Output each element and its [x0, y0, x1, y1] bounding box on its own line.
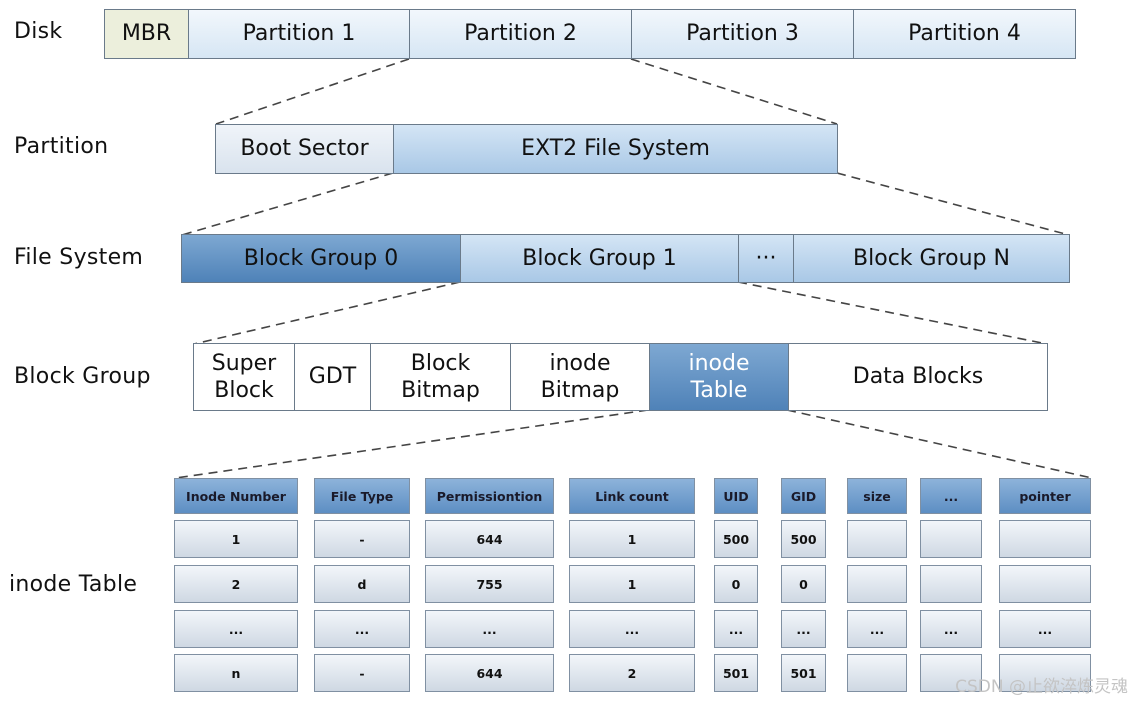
inode-table-cell	[999, 565, 1091, 603]
block-group-1-cell: Block Group 1	[461, 235, 739, 282]
connector-fs-left	[181, 172, 394, 236]
inode-table-cell: ...	[920, 610, 982, 648]
inode-table-header-0: Inode Number	[174, 478, 298, 514]
inode-table-cell: 1	[569, 520, 695, 558]
file-system-bar: Block Group 0 Block Group 1 ··· Block Gr…	[181, 234, 1070, 283]
inode-table-cell: ...	[847, 610, 907, 648]
inode-table-cell	[999, 654, 1091, 692]
inode-table-header-3: Link count	[569, 478, 695, 514]
inode-table-cell: d	[314, 565, 410, 603]
partition-3-cell: Partition 3	[632, 10, 854, 58]
inode-table-cell: ...	[999, 610, 1091, 648]
block-group-0-cell: Block Group 0	[182, 235, 461, 282]
row-label-file-system: File System	[14, 245, 144, 270]
inode-table-cell: 644	[425, 654, 554, 692]
inode-table-cell: ...	[425, 610, 554, 648]
inode-table-cell	[847, 520, 907, 558]
inode-table-line1: inode	[688, 350, 750, 376]
ext2-file-system-cell: EXT2 File System	[394, 125, 837, 173]
ellipsis-cell: ···	[739, 235, 794, 282]
super-block-cell: Super Block	[194, 344, 295, 410]
inode-table-cell	[920, 565, 982, 603]
connector-bg-left	[193, 281, 461, 345]
connector-partition-right	[630, 58, 838, 125]
inode-table-header-2: Permissiontion	[425, 478, 554, 514]
row-label-partition: Partition	[14, 134, 109, 159]
inode-table-header-4: UID	[714, 478, 758, 514]
data-blocks-label: Data Blocks	[852, 364, 984, 390]
inode-table-cell: inode Table	[650, 344, 789, 410]
inode-table-cell: 1	[174, 520, 298, 558]
partition-bar: Boot Sector EXT2 File System	[215, 124, 838, 174]
connector-table-left	[175, 409, 649, 479]
block-bitmap-line1: Block	[410, 350, 471, 376]
connector-bg-right	[737, 281, 1048, 345]
inode-table-cell	[920, 654, 982, 692]
connector-partition-left	[215, 58, 410, 125]
super-block-line1: Super	[211, 350, 277, 376]
gdt-cell: GDT	[295, 344, 371, 410]
inode-table-cell	[920, 520, 982, 558]
inode-table-header-6: size	[847, 478, 907, 514]
boot-sector-cell: Boot Sector	[216, 125, 394, 173]
inode-table-cell: 2	[174, 565, 298, 603]
inode-table-cell: 501	[781, 654, 826, 692]
inode-table-cell: 500	[781, 520, 826, 558]
partition-2-cell: Partition 2	[410, 10, 632, 58]
inode-table-header-1: File Type	[314, 478, 410, 514]
inode-bitmap-cell: inode Bitmap	[511, 344, 650, 410]
block-bitmap-line2: Bitmap	[401, 378, 480, 403]
block-bitmap-cell: Block Bitmap	[371, 344, 511, 410]
inode-table-cell: 501	[714, 654, 758, 692]
inode-table-cell: n	[174, 654, 298, 692]
connector-fs-right	[836, 172, 1070, 236]
row-label-block-group: Block Group	[14, 364, 151, 389]
row-label-disk: Disk	[14, 19, 63, 44]
inode-table-header-8: pointer	[999, 478, 1091, 514]
disk-bar: MBR Partition 1 Partition 2 Partition 3 …	[104, 9, 1076, 59]
inode-table-cell: 1	[569, 565, 695, 603]
inode-table-cell: 644	[425, 520, 554, 558]
inode-table-cell	[847, 654, 907, 692]
block-group-n-cell: Block Group N	[794, 235, 1069, 282]
watermark: CSDN @止欲淬炼灵魂	[955, 677, 1128, 697]
inode-table-cell: ...	[714, 610, 758, 648]
inode-table-cell: -	[314, 520, 410, 558]
inode-bitmap-line1: inode	[549, 350, 611, 376]
inode-table-line2: Table	[690, 378, 748, 403]
inode-table-cell: -	[314, 654, 410, 692]
block-group-bar: Super Block GDT Block Bitmap inode Bitma…	[193, 343, 1048, 411]
connector-table-right	[786, 409, 1093, 479]
inode-table-cell: ...	[174, 610, 298, 648]
partition-1-cell: Partition 1	[189, 10, 410, 58]
inode-table-cell: ...	[569, 610, 695, 648]
inode-table-cell: 755	[425, 565, 554, 603]
partition-4-cell: Partition 4	[854, 10, 1075, 58]
inode-table-cell: ...	[781, 610, 826, 648]
inode-table-cell	[999, 520, 1091, 558]
mbr-cell: MBR	[105, 10, 189, 58]
gdt-label: GDT	[308, 364, 357, 390]
row-label-inode-table: inode Table	[9, 572, 138, 597]
inode-table-header-7: ...	[920, 478, 982, 514]
inode-table-cell: 0	[781, 565, 826, 603]
inode-table-cell: 500	[714, 520, 758, 558]
inode-table-cell: 2	[569, 654, 695, 692]
inode-table-header-5: GID	[781, 478, 826, 514]
super-block-line2: Block	[214, 378, 274, 403]
inode-table-cell: 0	[714, 565, 758, 603]
inode-table-cell	[847, 565, 907, 603]
inode-table-cell: ...	[314, 610, 410, 648]
data-blocks-cell: Data Blocks	[789, 344, 1047, 410]
inode-bitmap-line2: Bitmap	[540, 378, 620, 403]
